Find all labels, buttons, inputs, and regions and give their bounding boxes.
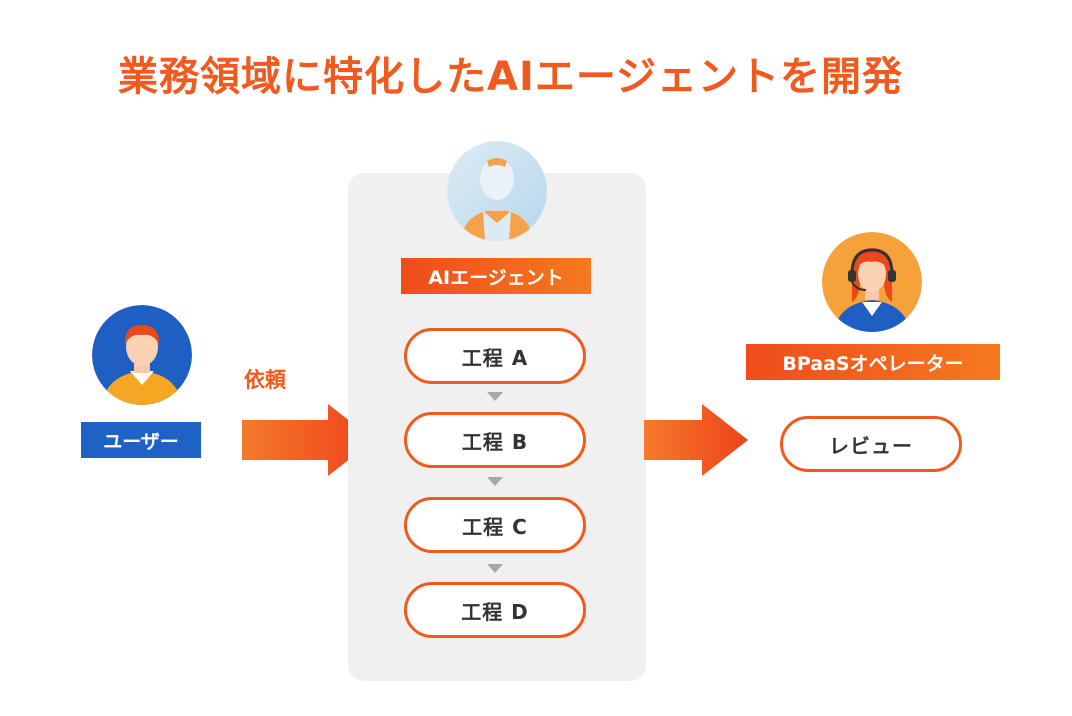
step-a: 工程 A xyxy=(404,328,586,384)
step-b: 工程 B xyxy=(404,412,586,468)
operator-avatar-icon xyxy=(822,232,922,332)
operator-label: BPaaSオペレーター xyxy=(746,344,1000,380)
request-label: 依頼 xyxy=(244,368,286,392)
right-arrow-icon xyxy=(644,404,748,476)
user-avatar-icon xyxy=(92,305,192,405)
ai-agent-avatar-icon xyxy=(447,141,547,241)
down-triangle-icon xyxy=(487,392,503,401)
down-triangle-icon xyxy=(487,564,503,573)
right-arrow-icon xyxy=(242,404,374,476)
step-c: 工程 C xyxy=(404,497,586,553)
page-title: 業務領域に特化したAIエージェントを開発 xyxy=(118,54,904,100)
ai-agent-label: AIエージェント xyxy=(401,258,591,294)
step-d: 工程 D xyxy=(404,582,586,638)
user-label: ユーザー xyxy=(81,422,201,458)
down-triangle-icon xyxy=(487,477,503,486)
review-pill: レビュー xyxy=(780,416,962,472)
